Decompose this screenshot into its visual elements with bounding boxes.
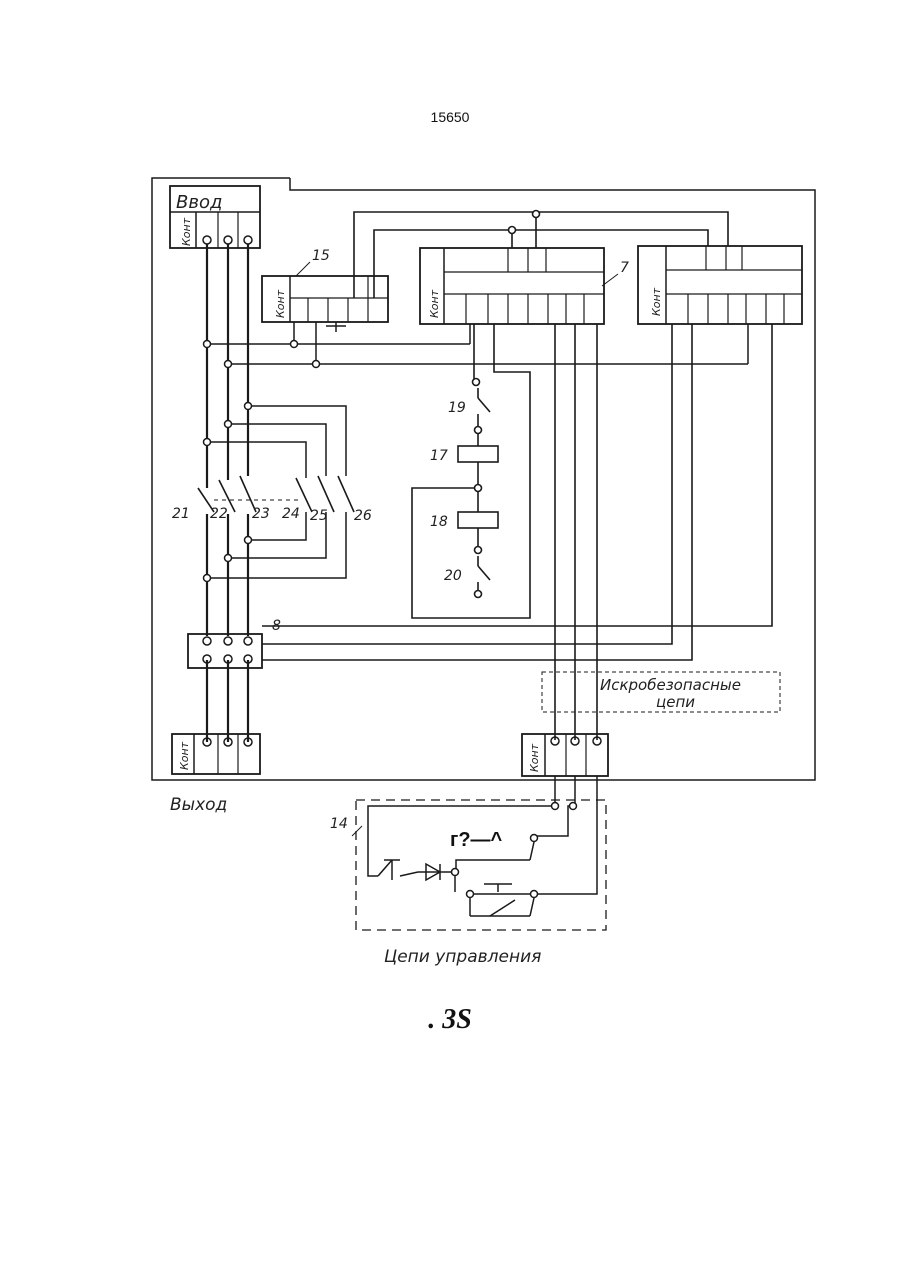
figure-caption: . 3S bbox=[0, 1004, 900, 1036]
input-label: Ввод bbox=[176, 192, 222, 213]
tap-wires bbox=[204, 322, 749, 368]
label-22: 22 bbox=[210, 506, 228, 522]
label-15: 15 bbox=[312, 248, 330, 264]
box-15-contact-label: Конт bbox=[274, 289, 287, 318]
output-contact-label: Конт bbox=[178, 741, 191, 770]
relay-chain bbox=[412, 324, 530, 618]
intrinsically-safe-label-2: цепи bbox=[656, 693, 695, 711]
top-bus-wires bbox=[354, 211, 728, 299]
control-circuits-label: Цепи управления bbox=[384, 947, 541, 967]
box-right-contact-label: Конт bbox=[650, 287, 663, 316]
intrinsically-safe-label: Искробезопасные bbox=[600, 676, 741, 694]
contact-box-7 bbox=[420, 248, 604, 324]
output-label: Выход bbox=[170, 795, 227, 815]
label-18: 18 bbox=[430, 514, 448, 530]
label-26: 26 bbox=[354, 508, 372, 524]
label-17: 17 bbox=[430, 448, 448, 464]
label-19: 19 bbox=[448, 400, 466, 416]
label-25: 25 bbox=[310, 508, 328, 524]
control-circuit-14 bbox=[352, 776, 606, 930]
box-7-contact-label: Конт bbox=[428, 289, 441, 318]
garbled-symbol: г?—^ bbox=[450, 829, 503, 851]
label-23: 23 bbox=[252, 506, 270, 522]
terminal-block-8 bbox=[188, 634, 262, 668]
input-contact-label: Конт bbox=[180, 217, 193, 246]
label-20: 20 bbox=[444, 568, 462, 584]
label-14: 14 bbox=[330, 816, 348, 832]
label-8: 8 bbox=[272, 618, 281, 634]
control-contact-label: Конт bbox=[528, 743, 541, 772]
label-21: 21 bbox=[172, 506, 190, 522]
label-24: 24 bbox=[282, 506, 300, 522]
label-7: 7 bbox=[620, 260, 629, 276]
